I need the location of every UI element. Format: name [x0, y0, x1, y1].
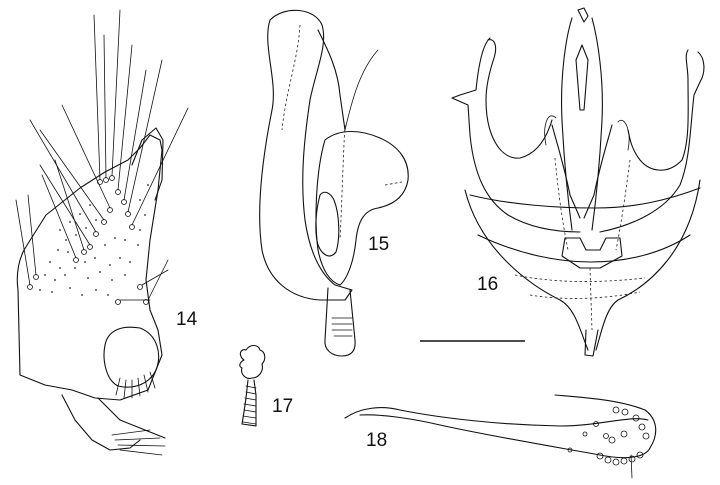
figure-14-drawing: [15, 9, 189, 456]
figure-18-drawing: [344, 394, 657, 479]
figure-17-label: 17: [272, 396, 293, 417]
figure-16-label: 16: [477, 274, 498, 295]
figure-15-drawing: [259, 9, 409, 357]
figure-14-label: 14: [176, 309, 198, 330]
figure-16-drawing: [451, 7, 705, 357]
figure-18-label: 18: [366, 430, 387, 451]
figure-15-label: 15: [368, 234, 389, 255]
figure-17-drawing: [239, 344, 266, 427]
